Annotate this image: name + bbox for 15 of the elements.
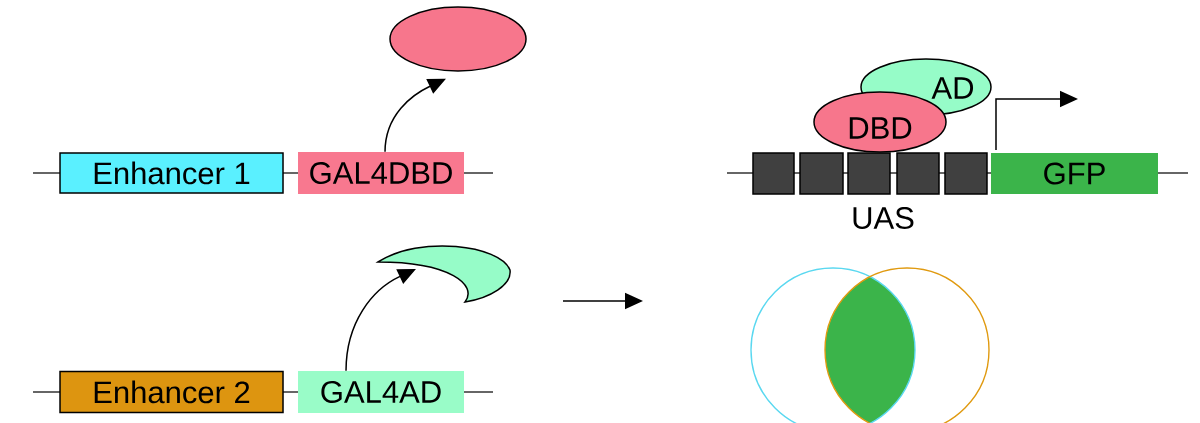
uas-box (799, 152, 844, 195)
uas-box (752, 152, 795, 195)
uas-box (944, 152, 988, 195)
gene-box: GAL4AD (298, 371, 464, 413)
uas-box (847, 152, 891, 195)
protein-ellipse (389, 6, 527, 72)
gene-box: GFP (991, 153, 1158, 194)
arrow (384, 78, 446, 153)
gene-box: GAL4DBD (298, 152, 464, 194)
uas-label: UAS (853, 207, 914, 229)
enhancer-box: Enhancer 1 (59, 152, 284, 194)
enhancer-box: Enhancer 2 (59, 370, 284, 414)
arrow (345, 269, 416, 372)
uas-box (896, 152, 940, 195)
protein-crescent (377, 245, 511, 303)
